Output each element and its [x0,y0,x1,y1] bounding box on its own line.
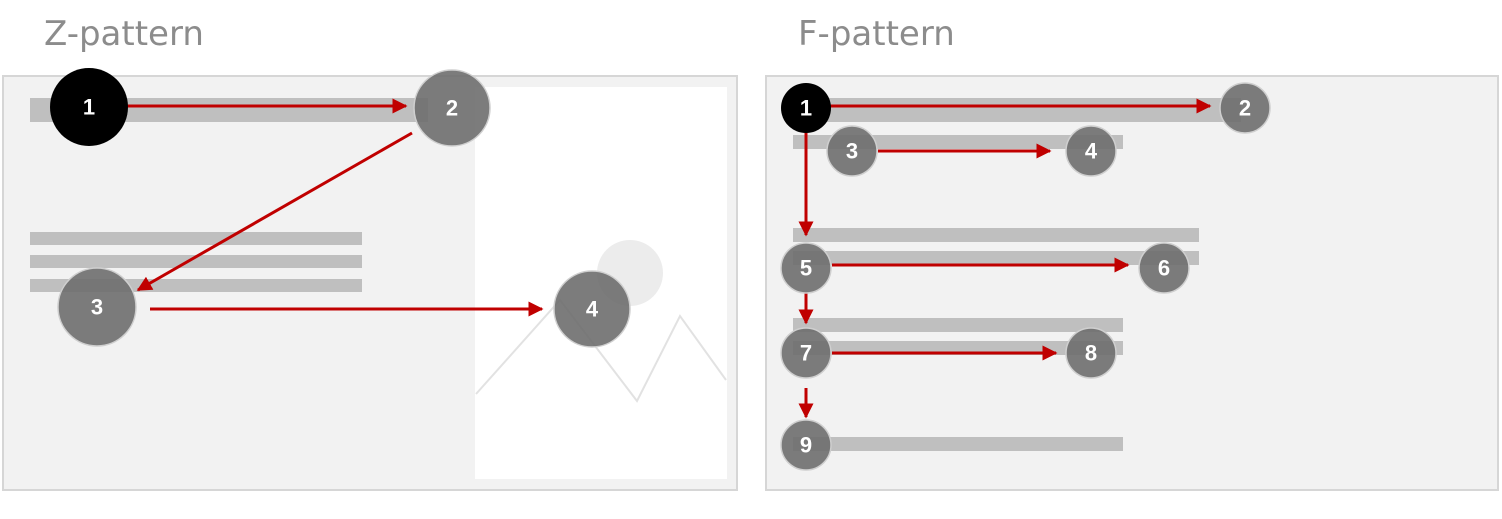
z-arrow-2-3 [136,131,413,292]
svg-text:3: 3 [846,139,858,164]
f-marker-8: 8 [1065,327,1117,379]
z-marker-2: 2 [413,69,491,147]
z-marker-4: 4 [553,270,631,348]
z-pattern-title: Z-pattern [44,14,204,54]
f-marker-9: 9 [780,419,832,471]
z-marker-3: 3 [57,267,137,347]
svg-text:7: 7 [800,341,812,366]
svg-text:6: 6 [1158,256,1170,281]
svg-text:9: 9 [800,433,812,458]
z-text-bar [30,255,362,268]
svg-text:4: 4 [1085,139,1098,164]
svg-text:3: 3 [91,295,103,320]
f-marker-4: 4 [1065,125,1117,177]
f-pattern-title: F-pattern [798,14,955,54]
svg-text:5: 5 [800,256,812,281]
svg-text:1: 1 [800,96,812,121]
z-pattern-panel: 1 2 3 4 [2,68,738,491]
f-text-bar [793,98,1241,122]
f-marker-3: 3 [826,125,878,177]
f-text-bar [793,437,1123,451]
svg-text:8: 8 [1085,341,1097,366]
f-marker-2: 2 [1219,82,1271,134]
f-text-bar [793,318,1123,332]
svg-text:2: 2 [446,96,458,121]
z-text-bar [30,232,362,245]
f-text-bar [793,251,1199,265]
f-marker-7: 7 [780,327,832,379]
f-marker-6: 6 [1138,242,1190,294]
f-pattern-panel: 1 2 3 4 5 6 7 8 [765,75,1499,491]
svg-text:4: 4 [586,297,599,322]
f-text-bar [793,228,1199,242]
z-marker-1: 1 [50,68,128,146]
svg-text:1: 1 [83,95,95,120]
svg-text:2: 2 [1239,96,1251,121]
f-marker-1: 1 [781,83,831,133]
f-marker-5: 5 [780,242,832,294]
